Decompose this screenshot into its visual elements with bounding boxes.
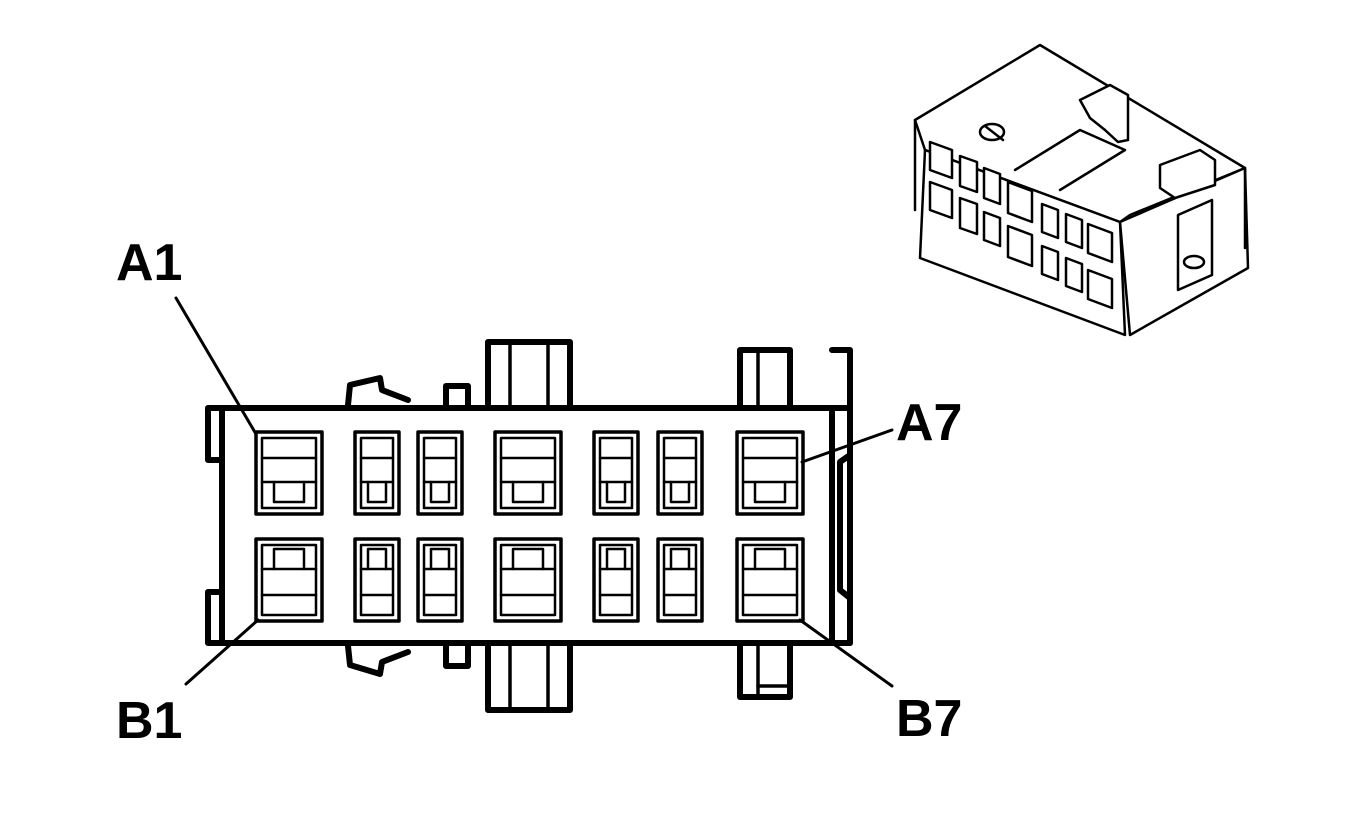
cavity-b6 xyxy=(656,537,704,623)
cavity-a5 xyxy=(592,430,640,516)
callout-leaders xyxy=(174,296,894,688)
cavity-b3 xyxy=(416,537,464,623)
leader-a7 xyxy=(800,428,894,464)
connector-housing xyxy=(205,339,853,713)
cavity-b7 xyxy=(735,537,805,623)
label-a1: A1 xyxy=(116,234,182,292)
connector-face-view: A1 A7 B1 B7 xyxy=(116,234,962,750)
callout-labels: A1 A7 B1 B7 xyxy=(116,234,962,750)
cavity-b5 xyxy=(592,537,640,623)
cavity-a7 xyxy=(735,430,805,516)
cavity-a4 xyxy=(493,430,563,516)
cavity-b2 xyxy=(353,537,401,623)
leader-a1 xyxy=(174,296,258,436)
cavity-b1 xyxy=(254,537,324,623)
connector-isometric-view xyxy=(913,43,1250,337)
cavity-grid xyxy=(254,430,805,623)
cavity-a6 xyxy=(656,430,704,516)
leader-b7 xyxy=(798,618,894,688)
label-b7: B7 xyxy=(896,690,962,748)
label-b1: B1 xyxy=(116,692,182,750)
cavity-a3 xyxy=(416,430,464,516)
label-a7: A7 xyxy=(896,394,962,452)
cavity-b4 xyxy=(493,537,563,623)
iso-cavity-grid xyxy=(928,140,1114,310)
cavity-a1 xyxy=(254,430,324,516)
cavity-a2 xyxy=(353,430,401,516)
leader-b1 xyxy=(184,618,260,686)
